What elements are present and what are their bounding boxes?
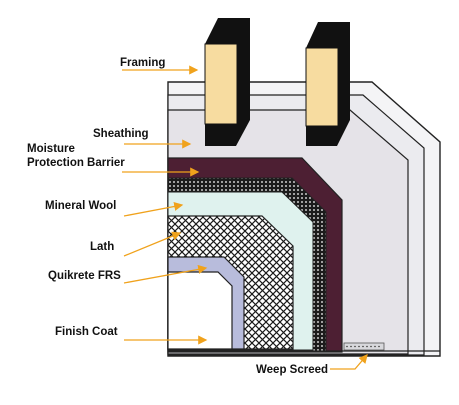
label-weep-screed: Weep Screed	[256, 364, 328, 376]
label-framing: Framing	[120, 57, 165, 69]
label-mineral-wool: Mineral Wool	[45, 200, 116, 212]
label-quikrete-frs: Quikrete FRS	[48, 270, 121, 282]
mineral-wool-leader	[123, 201, 184, 217]
finish-coat-layer	[167, 271, 233, 350]
label-finish-coat: Finish Coat	[55, 326, 118, 338]
label-moisture-line1: Moisture	[27, 143, 75, 155]
label-lath: Lath	[90, 241, 114, 253]
framing-stud-left	[204, 18, 250, 146]
quikrete-frs-leader	[123, 264, 208, 284]
label-moisture-line2: Protection Barrier	[27, 157, 125, 169]
framing-stud-right	[305, 22, 350, 146]
label-sheathing: Sheathing	[93, 128, 149, 140]
lath-leader	[123, 231, 182, 257]
weep-screed-leader	[330, 354, 368, 370]
